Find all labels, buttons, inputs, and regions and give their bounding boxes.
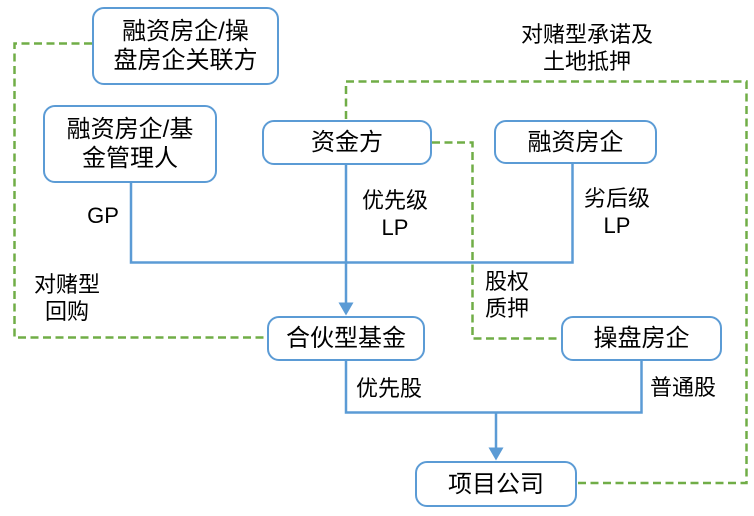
node-fund-manager: 融资房企/基 金管理人: [43, 105, 217, 183]
node-partnership-fund: 合伙型基金: [267, 316, 425, 361]
node-operating-developer-label: 操盘房企: [593, 325, 690, 352]
edge-label-preferred-share: 优先股: [355, 376, 422, 401]
dashed-connector-bet-repurchase: [13, 42, 266, 339]
node-project-company-label: 项目公司: [448, 470, 544, 498]
connector-fund-operator-elbow: [344, 361, 643, 414]
edge-label-bet-commitment: 对赌型承诺及 土地抵押: [520, 22, 653, 74]
edge-label-equity-pledge: 股权 质押: [484, 269, 529, 321]
arrowhead-into-fund-icon: [338, 302, 354, 316]
node-related-party-label: 融资房企/操 盘房企关联方: [113, 18, 258, 74]
connector-gp-junior-lp-elbow: [129, 164, 574, 264]
node-partnership-fund-label: 合伙型基金: [286, 325, 406, 352]
dashed-connector-bet-commitment: [344, 80, 748, 485]
node-project-company: 项目公司: [415, 461, 577, 507]
node-related-party: 融资房企/操 盘房企关联方: [92, 7, 279, 85]
node-financing-developer: 融资房企: [494, 120, 657, 164]
node-operating-developer: 操盘房企: [561, 316, 722, 361]
node-capital-provider: 资金方: [262, 120, 432, 165]
edge-label-junior-lp: 劣后级 LP: [583, 186, 650, 238]
edge-label-common-share: 普通股: [649, 375, 716, 400]
arrowhead-into-project-icon: [488, 447, 504, 461]
dashed-connector-equity-pledge: [432, 141, 560, 340]
node-financing-developer-label: 融资房企: [527, 128, 624, 156]
node-fund-manager-label: 融资房企/基 金管理人: [66, 116, 194, 172]
edge-label-gp: GP: [87, 203, 119, 228]
node-capital-provider-label: 资金方: [311, 129, 383, 156]
edge-label-senior-lp: 优先级 LP: [361, 188, 428, 240]
edge-label-bet-repurchase: 对赌型 回购: [33, 272, 100, 324]
